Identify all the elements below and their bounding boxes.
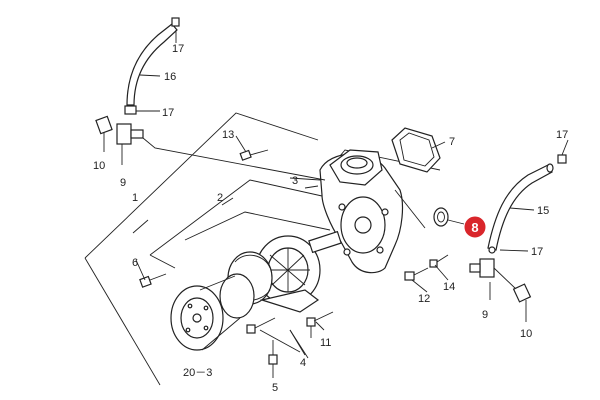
pulley [170, 273, 255, 351]
union-fitting-right [469, 258, 518, 300]
clamp-right-top [557, 154, 567, 164]
bolt-14 [429, 254, 449, 268]
seal-ring [433, 207, 465, 227]
callout-17-top-right: 17 [556, 129, 568, 141]
leader-lines [135, 30, 569, 356]
bolt-4 [246, 317, 309, 359]
callout-9-left: 9 [120, 177, 126, 189]
callout-17-left: 17 [162, 107, 174, 119]
callout-8: 8 [471, 220, 478, 235]
bolt-12 [404, 267, 429, 281]
gasket [391, 127, 441, 173]
callout-9-right: 9 [482, 309, 488, 321]
callout-16: 16 [164, 71, 176, 83]
bolt-11 [306, 311, 334, 338]
callout-17-top-left: 17 [172, 43, 184, 55]
callout-1: 1 [132, 192, 138, 204]
union-fitting-left [116, 123, 326, 181]
assembly-outline-2 [149, 179, 331, 269]
callout-10-right: 10 [520, 328, 532, 340]
callout-labels: 17 16 17 10 9 13 1 2 3 7 17 15 17 6 14 1… [93, 43, 568, 394]
bolt-6 [139, 273, 167, 288]
callout-10-left: 10 [93, 160, 105, 172]
callout-2: 2 [217, 192, 223, 204]
callout-17-right: 17 [531, 246, 543, 258]
elbow-fitting-right [512, 283, 532, 322]
bolt-5 [268, 340, 278, 378]
callout-7: 7 [449, 136, 455, 148]
clamp-left [124, 105, 137, 115]
callout-20-3: 20－3 [183, 367, 212, 379]
callout-15: 15 [537, 205, 549, 217]
bolt-13 [239, 149, 269, 161]
callout-6: 6 [132, 257, 138, 269]
callout-3: 3 [292, 175, 298, 187]
callout-13: 13 [222, 129, 234, 141]
hose-left [126, 17, 180, 106]
elbow-fitting-left [95, 115, 113, 152]
callout-11: 11 [320, 337, 331, 349]
callout-4: 4 [300, 357, 306, 369]
callout-12: 12 [418, 293, 430, 305]
water-pump-body [319, 149, 426, 274]
callout-14: 14 [443, 281, 455, 293]
highlight-badge [464, 216, 486, 238]
hose-right [487, 163, 554, 254]
callout-8-highlight: 8 [464, 216, 486, 238]
callout-5: 5 [272, 382, 278, 394]
assembly-outline-1 [84, 112, 319, 386]
